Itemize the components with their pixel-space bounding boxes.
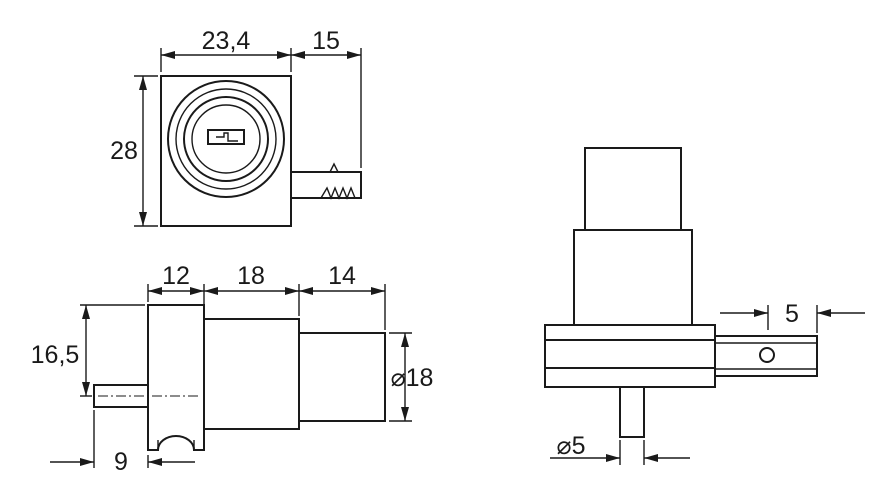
dim-side-c: 14 <box>328 262 356 290</box>
barrel <box>573 229 693 326</box>
cap <box>584 147 682 231</box>
front-view: 23,4 15 28 <box>110 27 362 227</box>
dim-top-height: 28 <box>110 137 138 165</box>
bolt <box>290 162 362 200</box>
bolt-top <box>714 335 818 377</box>
dim-right-diameter: ⌀5 <box>557 432 586 460</box>
keyway-profile <box>216 132 238 142</box>
dim-top-width: 23,4 <box>202 27 251 55</box>
cylinder-tail <box>298 332 386 422</box>
dim-side-bottom: 9 <box>114 448 128 476</box>
side-view: 12 18 14 16,5 9 ⌀18 <box>31 262 434 476</box>
bolt-hole <box>759 347 775 363</box>
ring-3 <box>183 96 269 182</box>
dim-side-height: 16,5 <box>31 341 80 369</box>
dim-side-b: 18 <box>237 262 265 290</box>
outer-ring <box>167 80 285 198</box>
dim-top-side: 15 <box>312 27 340 55</box>
top-view: 5 ⌀5 <box>544 147 865 465</box>
plate <box>544 324 716 388</box>
pin-top <box>619 386 645 438</box>
cylinder-mid <box>203 318 300 430</box>
ring-2 <box>175 88 277 190</box>
dim-side-diameter: ⌀18 <box>391 364 434 392</box>
housing <box>147 304 205 451</box>
lock-body-front <box>160 75 292 227</box>
dim-side-a: 12 <box>162 262 190 290</box>
keyway <box>207 129 245 145</box>
ring-4 <box>191 104 261 174</box>
dim-right-offset: 5 <box>785 300 799 328</box>
